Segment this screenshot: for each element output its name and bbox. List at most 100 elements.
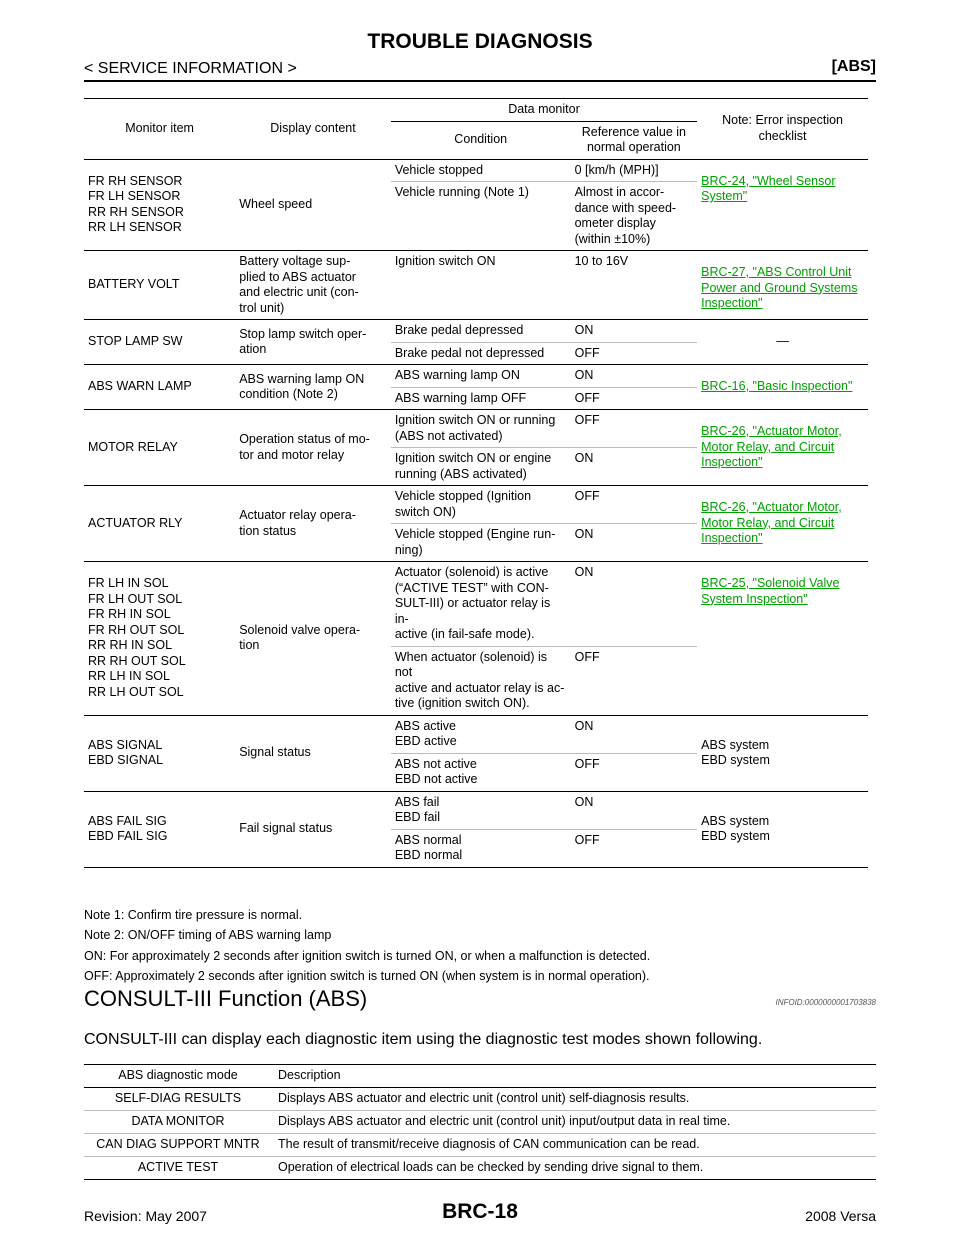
revision-date: Revision: May 2007: [84, 1208, 207, 1224]
data-monitor-table: Monitor item Display content Data monito…: [84, 98, 868, 868]
notes-block: Note 1: Confirm tire pressure is normal.…: [84, 905, 650, 986]
display-content-cell: Stop lamp switch oper-ation: [239, 326, 367, 357]
inspection-link[interactable]: BRC-16, "Basic Inspection": [701, 379, 853, 393]
inspection-link-cell: BRC-26, "Actuator Motor, Motor Relay, an…: [697, 486, 868, 562]
header-monitor-item: Monitor item: [125, 121, 194, 135]
reference-value-cell: ON: [574, 323, 594, 337]
monitor-item-cell: STOP LAMP SW: [88, 334, 183, 349]
condition-cell: ABS warning lamp ON: [394, 368, 520, 382]
monitor-table-body: Monitor item Display content Data monito…: [84, 98, 868, 867]
inspection-link-cell: BRC-16, "Basic Inspection": [697, 365, 868, 410]
reference-value-cell: OFF: [574, 832, 600, 847]
header-display-content: Display content: [270, 121, 356, 135]
mode-can-diag: CAN DIAG SUPPORT MNTR: [96, 1137, 260, 1152]
monitor-item-cell: BATTERY VOLT: [88, 277, 180, 292]
reference-value-cell: OFF: [574, 390, 600, 405]
table-row: BATTERY VOLT Battery voltage sup-plied to…: [84, 250, 868, 320]
desc-data-monitor: Displays ABS actuator and electric unit …: [278, 1114, 731, 1129]
inspection-link[interactable]: BRC-26, "Actuator Motor, Motor Relay, an…: [701, 500, 842, 545]
display-content-cell: Solenoid valve opera-tion: [239, 622, 361, 653]
inspection-link-cell: BRC-24, "Wheel Sensor System": [697, 159, 868, 251]
header-diagnostic-mode: ABS diagnostic mode: [118, 1068, 238, 1083]
header-condition: Condition: [454, 132, 508, 147]
inspection-link-cell: BRC-25, "Solenoid Valve System Inspectio…: [697, 562, 868, 716]
condition-cell: Vehicle stopped (Engine run-ning): [394, 527, 556, 557]
inspection-link[interactable]: BRC-25, "Solenoid Valve System Inspectio…: [701, 576, 840, 606]
condition-cell: Brake pedal depressed: [394, 323, 524, 337]
reference-value-cell: OFF: [574, 756, 600, 771]
header-reference: Reference value in normal operation: [581, 124, 686, 155]
note-on: ON: For approximately 2 seconds after ig…: [84, 948, 651, 963]
diagnostic-mode-table: ABS diagnostic mode Description SELF-DIA…: [84, 1064, 876, 1180]
note-2: Note 2: ON/OFF timing of ABS warning lam…: [84, 928, 332, 943]
display-content-cell: Battery voltage sup-plied to ABS actuato…: [239, 254, 359, 315]
condition-cell: Ignition switch ON: [394, 254, 496, 268]
header-note: Note: Error inspection checklist: [722, 113, 843, 143]
reference-value-cell: ON: [574, 451, 594, 465]
header-description: Description: [278, 1068, 341, 1083]
desc-active-test: Operation of electrical loads can be che…: [278, 1160, 704, 1175]
desc-can-diag: The result of transmit/receive diagnosis…: [278, 1137, 700, 1152]
table-row: ABS warning lamp OFF OFF: [84, 387, 868, 410]
mode-data-monitor: DATA MONITOR: [131, 1114, 225, 1129]
display-content-cell: Wheel speed: [239, 197, 313, 211]
mode-self-diag: SELF-DIAG RESULTS: [114, 1091, 242, 1106]
monitor-item-cell: ACTUATOR RLY: [88, 515, 183, 530]
reference-value-cell: ON: [574, 794, 594, 809]
reference-value-cell: ON: [574, 368, 594, 382]
section-intro: CONSULT-III can display each diagnostic …: [84, 1031, 763, 1048]
note-off: OFF: Approximately 2 seconds after ignit…: [84, 968, 650, 983]
condition-cell: Ignition switch ON or running(ABS not ac…: [394, 413, 556, 443]
reference-value-cell: OFF: [574, 345, 600, 360]
display-content-cell: Operation status of mo-tor and motor rel…: [239, 432, 370, 462]
table-row: Vehicle running (Note 1)Almost in accor-…: [84, 181, 868, 251]
system-tag: [ABS]: [831, 58, 876, 75]
desc-self-diag: Displays ABS actuator and electric unit …: [278, 1091, 690, 1106]
monitor-item-cell: MOTOR RELAY: [88, 439, 178, 454]
table-row: Vehicle stopped (Engine run-ning) ON: [84, 523, 868, 562]
inspection-link[interactable]: BRC-26, "Actuator Motor, Motor Relay, an…: [701, 424, 842, 469]
reference-value-cell: ON: [574, 527, 594, 541]
condition-cell: ABS warning lamp OFF: [394, 390, 527, 405]
table-row: MOTOR RELAY Operation status of mo-tor an…: [84, 409, 868, 469]
page-number: BRC-18: [442, 1200, 518, 1223]
mode-active-test: ACTIVE TEST: [137, 1160, 219, 1175]
display-content-cell: Fail signal status: [239, 821, 333, 836]
reference-value-cell: Almost in accor-dance with speed-ometer …: [574, 185, 677, 246]
monitor-item-cell: ABS WARN LAMP: [88, 379, 192, 394]
vehicle-model: 2008 Versa: [805, 1208, 876, 1224]
inspection-link[interactable]: BRC-24, "Wheel Sensor System": [701, 173, 836, 204]
display-content-cell: Actuator relay opera-tion status: [239, 508, 356, 538]
header-data-monitor: Data monitor: [390, 98, 698, 122]
inspection-link[interactable]: BRC-27, "ABS Control Unit Power and Grou…: [701, 265, 858, 310]
condition-cell: Vehicle stopped: [394, 162, 484, 177]
table-row: ACTUATOR RLY Actuator relay opera-tion st…: [84, 485, 868, 545]
reference-value-cell: 0 [km/h (MPH)]: [574, 162, 659, 177]
page-title: TROUBLE DIAGNOSIS: [367, 30, 593, 53]
condition-cell: Actuator (solenoid) is active(“ACTIVE TE…: [394, 565, 551, 641]
table-row: STOP LAMP SW Stop lamp switch oper-ation B…: [84, 319, 868, 356]
display-content-cell: Signal status: [239, 745, 311, 760]
reference-value-cell: OFF: [574, 649, 600, 664]
note-1: Note 1: Confirm tire pressure is normal.: [84, 908, 303, 922]
